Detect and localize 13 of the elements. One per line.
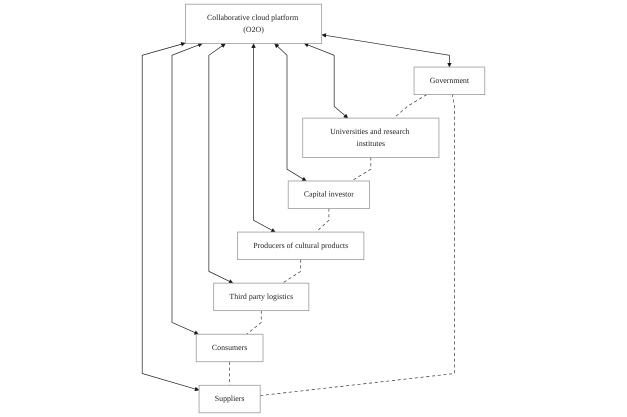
connector: [316, 208, 330, 232]
connector: [282, 259, 302, 284]
arrow: [208, 43, 234, 284]
arrow: [172, 42, 203, 335]
arrow: [304, 42, 348, 118]
arrow: [322, 33, 452, 68]
arrow: [142, 42, 200, 392]
connector: [246, 310, 262, 335]
arrow: [251, 43, 276, 232]
connector: [393, 94, 428, 118]
arrow: [274, 43, 307, 182]
connector: [260, 94, 455, 396]
connector: [351, 157, 372, 182]
